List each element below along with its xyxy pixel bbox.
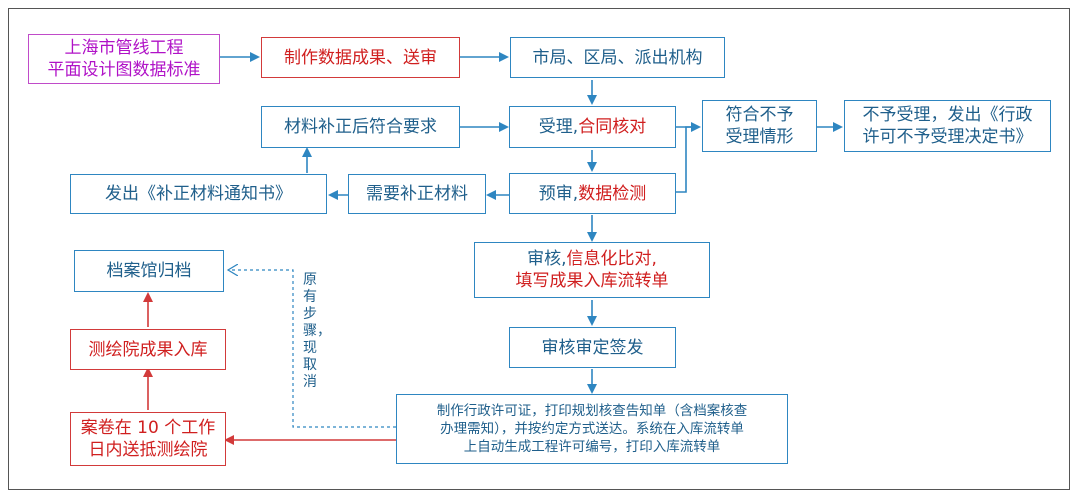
node-bureaus: 市局、区局、派出机构 (510, 37, 725, 78)
arrow-prereview-to-notmeet (676, 126, 699, 193)
node-accept: 受理,合同核对 (509, 106, 676, 148)
node-materials-ok: 材料补正后符合要求 (261, 106, 460, 148)
dashed-cancelled-path (228, 270, 396, 428)
node-survey-store: 测绘院成果入库 (70, 329, 226, 370)
node-make-submit: 制作数据成果、送审 (261, 37, 460, 78)
node-standard: 上海市管线工程 平面设计图数据标准 (28, 34, 220, 84)
node-deliver: 案卷在 10 个工作 日内送抵测绘院 (70, 412, 226, 466)
cancelled-step-note: 原有步骤，现取消 (303, 272, 331, 390)
outer-frame (8, 8, 1070, 490)
node-review: 审核,信息化比对, 填写成果入库流转单 (474, 242, 710, 298)
node-approve: 审核审定签发 (509, 327, 676, 368)
node-archive: 档案馆归档 (74, 250, 224, 292)
node-pre-review: 预审,数据检测 (509, 173, 676, 214)
node-not-meet: 符合不予 受理情形 (702, 100, 817, 152)
node-issue-notice: 发出《补正材料通知书》 (70, 174, 327, 214)
node-not-accept: 不予受理，发出《行政 许可不予受理决定书》 (844, 100, 1051, 152)
node-final: 制作行政许可证，打印规划核查告知单（含档案核查 办理需知），并按约定方式送达。系… (396, 394, 788, 464)
node-need-supplement: 需要补正材料 (348, 174, 486, 214)
